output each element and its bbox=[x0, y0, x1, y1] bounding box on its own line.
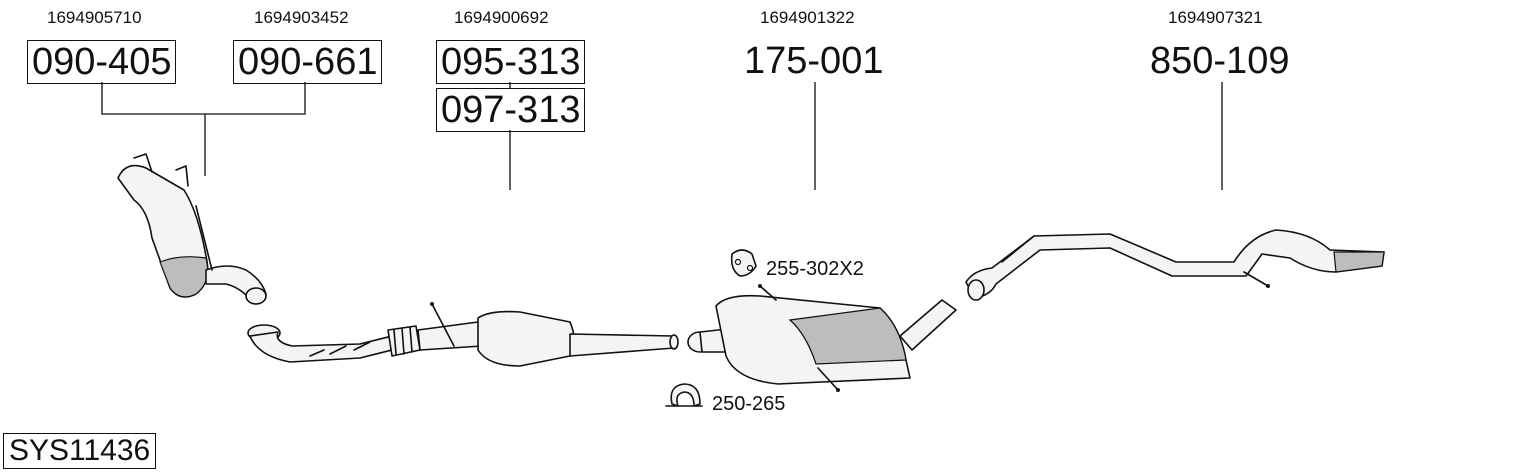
oem-number-3: 1694900692 bbox=[454, 8, 549, 27]
catalyst-part[interactable] bbox=[117, 153, 267, 305]
bracket-090 bbox=[101, 82, 306, 115]
part-code-095-313[interactable]: 095-313 bbox=[436, 40, 586, 84]
rubber-mount-icon[interactable] bbox=[730, 249, 757, 277]
oem-number-5: 1694907321 bbox=[1168, 8, 1263, 27]
part-code-097-313[interactable]: 097-313 bbox=[436, 88, 586, 132]
clamp-label[interactable]: 250-265 bbox=[712, 393, 786, 415]
rear-silencer-part[interactable] bbox=[965, 229, 1385, 301]
front-pipe-part[interactable] bbox=[247, 302, 679, 367]
rubber-mount-label[interactable]: 255-302X2 bbox=[766, 258, 864, 280]
oem-number-1: 1694905710 bbox=[47, 8, 142, 27]
part-code-175-001[interactable]: 175-001 bbox=[744, 40, 884, 82]
oem-number-2: 1694903452 bbox=[254, 8, 349, 27]
clamp-icon[interactable] bbox=[665, 383, 703, 407]
middle-silencer-part[interactable] bbox=[687, 284, 957, 392]
system-code: SYS11436 bbox=[3, 433, 157, 469]
part-code-090-405[interactable]: 090-405 bbox=[27, 40, 177, 84]
leader-lines bbox=[101, 82, 1223, 190]
part-code-090-661[interactable]: 090-661 bbox=[233, 40, 383, 84]
part-code-850-109[interactable]: 850-109 bbox=[1150, 40, 1290, 82]
oem-number-4: 1694901322 bbox=[760, 8, 855, 27]
